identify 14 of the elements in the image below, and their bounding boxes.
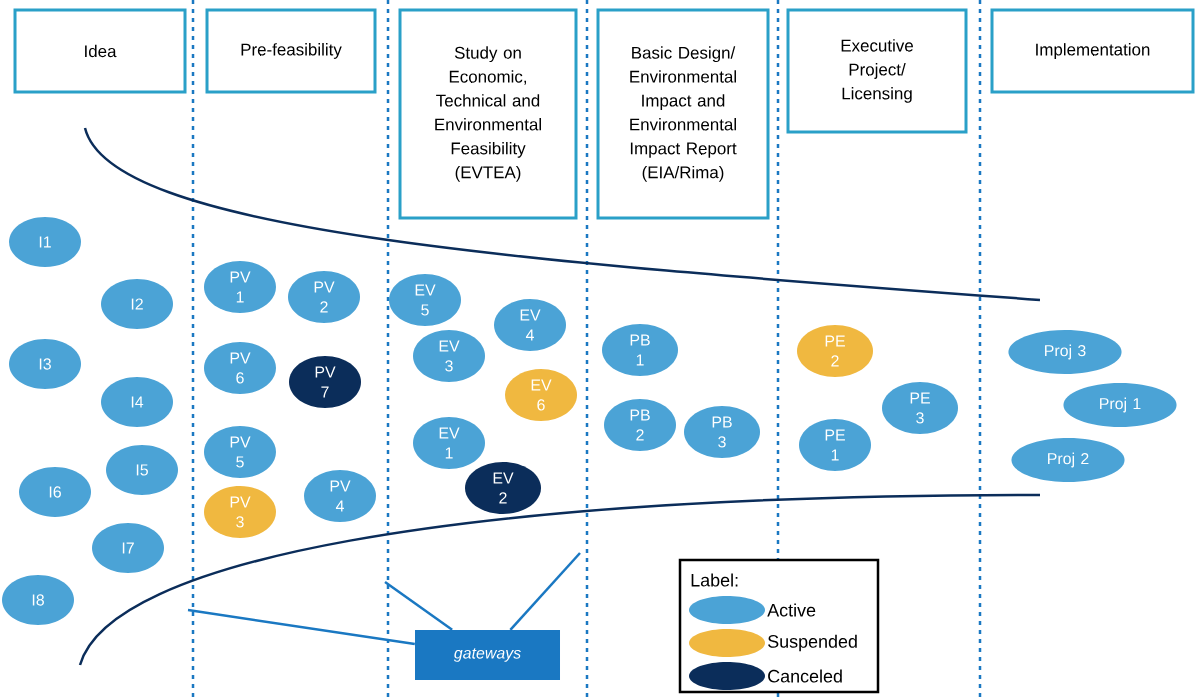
stage-box: Idea: [13, 8, 187, 94]
legend-text: Canceled: [768, 669, 842, 683]
legend-text: Active: [767, 603, 816, 617]
gateways-box: gateways: [415, 630, 560, 680]
stage-box: Executive Project/ Licensing: [786, 8, 968, 134]
legend-title: Label:: [691, 573, 738, 587]
leader-line: [187, 608, 415, 646]
leader-line: [384, 581, 453, 631]
stage-box: Basic Design/ Environmental Impact and Environmental Impact Report (EIA/Rima): [596, 8, 770, 220]
stage-box: Study on Economic, Technical and Environmental Feasibility (EVTEA): [398, 8, 578, 220]
stage-box: Pre-feasibility: [205, 8, 377, 94]
legend-text: Suspended: [768, 634, 857, 652]
leader-line: [509, 552, 581, 631]
stage-box: Implementation: [990, 8, 1195, 94]
